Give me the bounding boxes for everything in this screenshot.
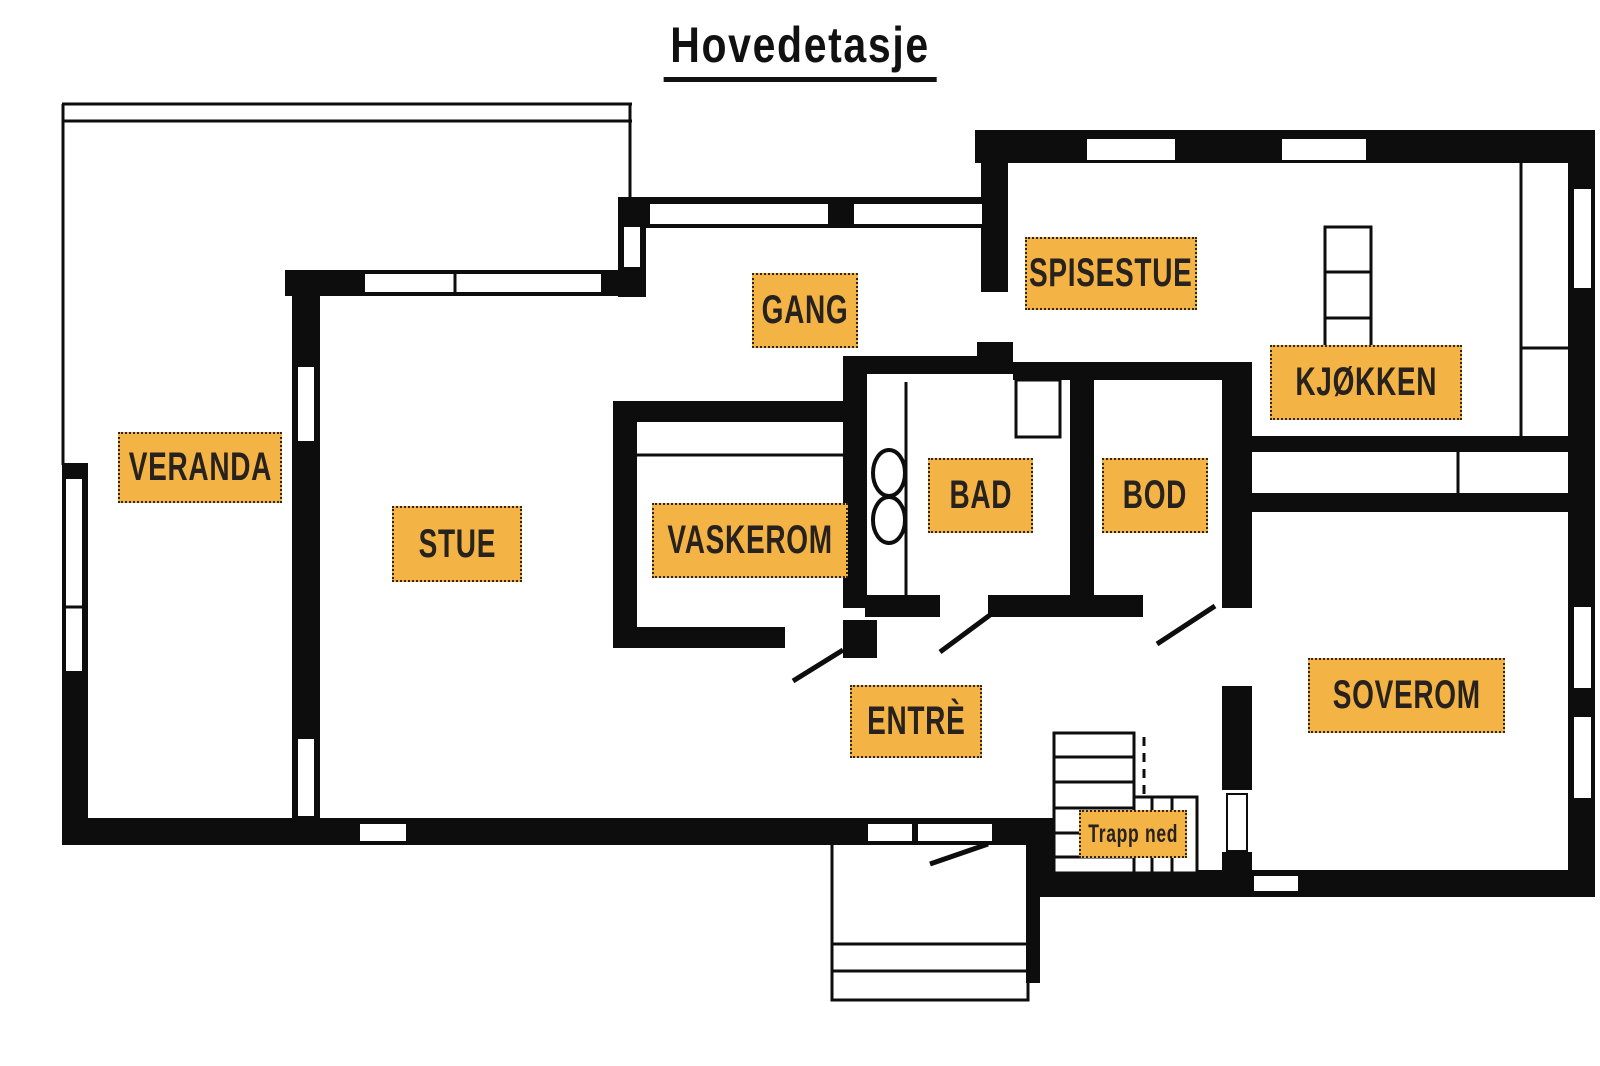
wall-bad-stub: [977, 342, 1013, 358]
door-swing-vaskerom: [791, 647, 845, 684]
window-soverom-west: [1226, 793, 1248, 852]
room-label-kjokken: KJØKKEN: [1270, 345, 1462, 420]
kitchen-counter: [1519, 163, 1568, 436]
shower-icon: [1014, 378, 1062, 439]
room-label-trapp-ned: Trapp ned: [1079, 810, 1187, 858]
page-title: Hovedetasje: [663, 16, 937, 82]
entrance-steps: [830, 841, 1030, 1002]
room-label-bod: BOD: [1102, 458, 1208, 533]
room-label-vaskerom: VASKEROM: [652, 503, 848, 578]
wall-soverom-west-low: [1222, 852, 1252, 874]
window-left: [64, 477, 84, 673]
room-label-veranda: VERANDA: [118, 432, 282, 503]
window-veranda-divider-2: [296, 737, 316, 818]
sink-icon: [871, 495, 907, 545]
wall-bod-top: [1013, 362, 1252, 380]
sink-icon: [871, 448, 907, 498]
room-label-text: SPISESTUE: [1029, 251, 1193, 295]
wall-soverom-top: [1222, 493, 1595, 512]
wall-vaskerom-bottom: [613, 627, 785, 648]
wall-vaskerom-west: [613, 401, 637, 648]
wall-porch-right: [1026, 843, 1040, 983]
door-swing-entrance: [929, 841, 989, 867]
wall-bad-top: [843, 356, 1013, 374]
window-gang-2: [852, 202, 984, 226]
room-label-text: BAD: [949, 473, 1012, 517]
room-label-bad: BAD: [928, 458, 1033, 533]
wall-soverom-west-upper: [1222, 502, 1252, 608]
room-label-text: SOVEROM: [1332, 673, 1481, 717]
room-label-stue: STUE: [392, 506, 522, 582]
window-soverom-bottom: [1252, 874, 1300, 893]
window-right-2: [1572, 605, 1593, 690]
window-gang-west: [622, 225, 642, 269]
door-swing-soverom: [1155, 603, 1217, 647]
room-label-text: STUE: [418, 521, 496, 566]
wall-bod-east: [1222, 362, 1252, 502]
window-bottom-1: [358, 822, 408, 843]
window-right-3: [1572, 715, 1593, 800]
room-label-text: KJØKKEN: [1295, 360, 1437, 404]
wall-bod-bottom: [988, 595, 1143, 617]
window-spisestue-1: [1085, 137, 1177, 162]
kitchen-island-icon: [1323, 225, 1373, 349]
room-label-text: Trapp ned: [1088, 819, 1178, 848]
wall-soverom-west-mid: [1222, 686, 1252, 790]
room-label-text: ENTRÈ: [866, 699, 966, 743]
wall-bad-bottom: [865, 595, 940, 617]
window-right-1: [1572, 187, 1593, 290]
room-label-entre: ENTRÈ: [850, 685, 982, 758]
room-label-gang: GANG: [752, 273, 858, 348]
wall-bottom-right: [1037, 870, 1595, 897]
door-swing-bad: [938, 612, 992, 655]
window-stue-top: [363, 272, 603, 294]
window-veranda-divider-1: [296, 365, 316, 443]
door-opening-entrance: [916, 822, 994, 843]
wall-kitchen-bottom: [1247, 436, 1570, 452]
room-label-soverom: SOVEROM: [1308, 658, 1505, 733]
window-bottom-2: [866, 822, 914, 843]
room-label-spisestue: SPISESTUE: [1025, 237, 1197, 310]
room-label-text: VASKEROM: [667, 518, 833, 562]
wall-entre-corner: [843, 620, 877, 658]
room-label-text: GANG: [761, 288, 849, 332]
wall-vaskerom-top: [613, 401, 847, 422]
window-gang-1: [648, 202, 830, 226]
room-label-text: BOD: [1122, 473, 1188, 517]
wall-bad-bod-divider: [1070, 362, 1094, 602]
room-label-text: VERANDA: [128, 445, 272, 489]
window-spisestue-2: [1280, 137, 1368, 162]
